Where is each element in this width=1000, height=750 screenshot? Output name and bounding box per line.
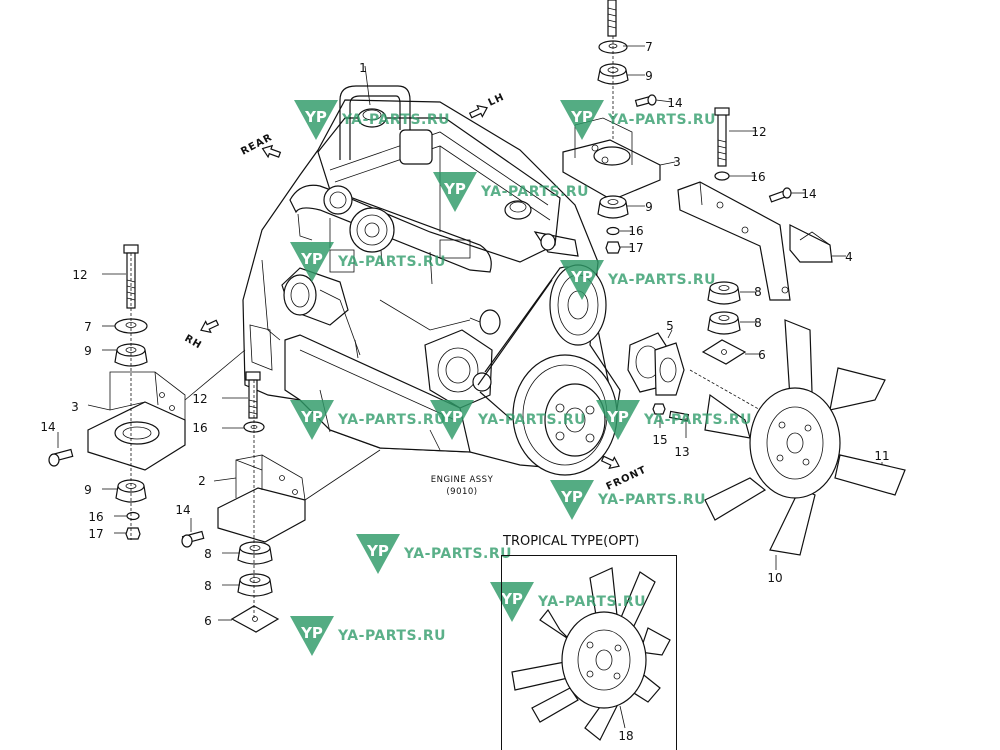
watermark-logo-icon: YP YA-PARTS.RU [290,242,446,282]
svg-text:YP: YP [300,408,323,426]
part-number-label: 8 [754,285,762,299]
watermark-logo-icon: YP YA-PARTS.RU [294,100,450,140]
svg-text:YP: YP [570,108,593,126]
part-number-label: 17 [88,527,103,541]
front-bracket-3 [562,117,661,201]
part-number-label: 9 [84,344,92,358]
part-number-label: 14 [175,503,190,517]
part-number-label: 16 [628,224,643,238]
engine-assembly [242,85,621,476]
svg-text:YP: YP [606,408,629,426]
watermark-logo-icon: YP YA-PARTS.RU [290,616,446,656]
watermark-text: YA-PARTS.RU [597,492,706,508]
part-number-label: 7 [645,40,653,54]
part-number-label: 4 [845,250,853,264]
part-number-label: 15 [652,433,667,447]
part-number-label: 16 [88,510,103,524]
cooling-fan-10 [704,319,906,556]
direction-arrows [200,104,620,470]
tropical-type-title: TROPICAL TYPE(OPT) [503,534,640,549]
part-number-label: 9 [645,200,653,214]
part-number-label: 14 [667,96,682,110]
watermark-text: YA-PARTS.RU [337,412,446,428]
tropical-fan-18 [511,567,671,741]
part-number-label: 6 [758,348,766,362]
watermark-text: YA-PARTS.RU [607,272,716,288]
svg-text:YP: YP [304,108,327,126]
part-number-label: 13 [674,445,689,459]
arrow-lh-icon [468,104,488,119]
part-number-label: 18 [618,729,633,743]
svg-text:YP: YP [500,590,523,608]
part-number-label: 9 [645,69,653,83]
label-front: FRONT [605,464,649,492]
watermark-text: YA-PARTS.RU [480,184,589,200]
arrow-front-icon [600,455,620,470]
svg-text:YP: YP [300,624,323,642]
part-number-label: 16 [750,170,765,184]
part-number-label: 10 [767,571,782,585]
arrow-rear-icon [261,144,282,159]
top-right-mount-stack [364,0,846,365]
part-number-label: 17 [628,241,643,255]
part-number-label: 3 [673,155,681,169]
part-number-label: 5 [666,319,674,333]
part-number-label: 14 [40,420,55,434]
svg-text:YP: YP [366,542,389,560]
label-rh: RH [183,333,204,352]
part-number-label: 14 [801,187,816,201]
part-number-label: 9 [84,483,92,497]
watermark-logo-icon: YP YA-PARTS.RU [596,400,752,440]
arrow-rh-icon [200,319,220,334]
part-number-label: 8 [754,316,762,330]
svg-text:YP: YP [440,408,463,426]
watermark-text: YA-PARTS.RU [607,112,716,128]
engine-caption: ENGINE ASSY (9010) [431,475,494,497]
watermark-logo-icon: YP YA-PARTS.RU [290,400,446,440]
watermark-text: YA-PARTS.RU [337,254,446,270]
part-number-label: 6 [204,614,212,628]
part-number-label: 8 [204,547,212,561]
part-number-label: 12 [72,268,87,282]
left-mount-stack [48,244,246,540]
part-number-label: 16 [192,421,207,435]
tropical-option-box [501,555,677,750]
watermark-text: YA-PARTS.RU [341,112,450,128]
center-mount-stack [181,371,381,633]
watermark-text: YA-PARTS.RU [643,412,752,428]
part-number-label: 2 [198,474,206,488]
part-number-label: 7 [84,320,92,334]
watermark-text: YA-PARTS.RU [537,594,646,610]
side-bracket-4 [677,181,833,301]
svg-text:YP: YP [560,488,583,506]
watermark-logo-icon: YP YA-PARTS.RU [430,400,586,440]
watermark-text: YA-PARTS.RU [403,546,512,562]
part-number-label: 1 [359,61,367,75]
part-number-label: 3 [71,400,79,414]
watermark-logo-icon: YP YA-PARTS.RU [560,100,716,140]
watermark-logo-icon: YP YA-PARTS.RU [433,172,589,212]
watermark-text: YA-PARTS.RU [337,628,446,644]
watermark-text: YA-PARTS.RU [477,412,586,428]
part-number-label: 12 [192,392,207,406]
svg-text:YP: YP [300,250,323,268]
svg-text:YP: YP [570,268,593,286]
watermark-logo-icon: YP YA-PARTS.RU [356,534,512,574]
part-number-label: 11 [874,449,889,463]
engine-code-text: (9010) [446,487,477,497]
watermark-logo-icon: YP YA-PARTS.RU [560,260,716,300]
part-number-label: 8 [204,579,212,593]
engine-assy-text: ENGINE ASSY [431,475,494,485]
label-lh: LH [487,92,507,109]
part-number-label: 12 [751,125,766,139]
svg-text:YP: YP [443,180,466,198]
watermark-logo-icon: YP YA-PARTS.RU [550,480,706,520]
